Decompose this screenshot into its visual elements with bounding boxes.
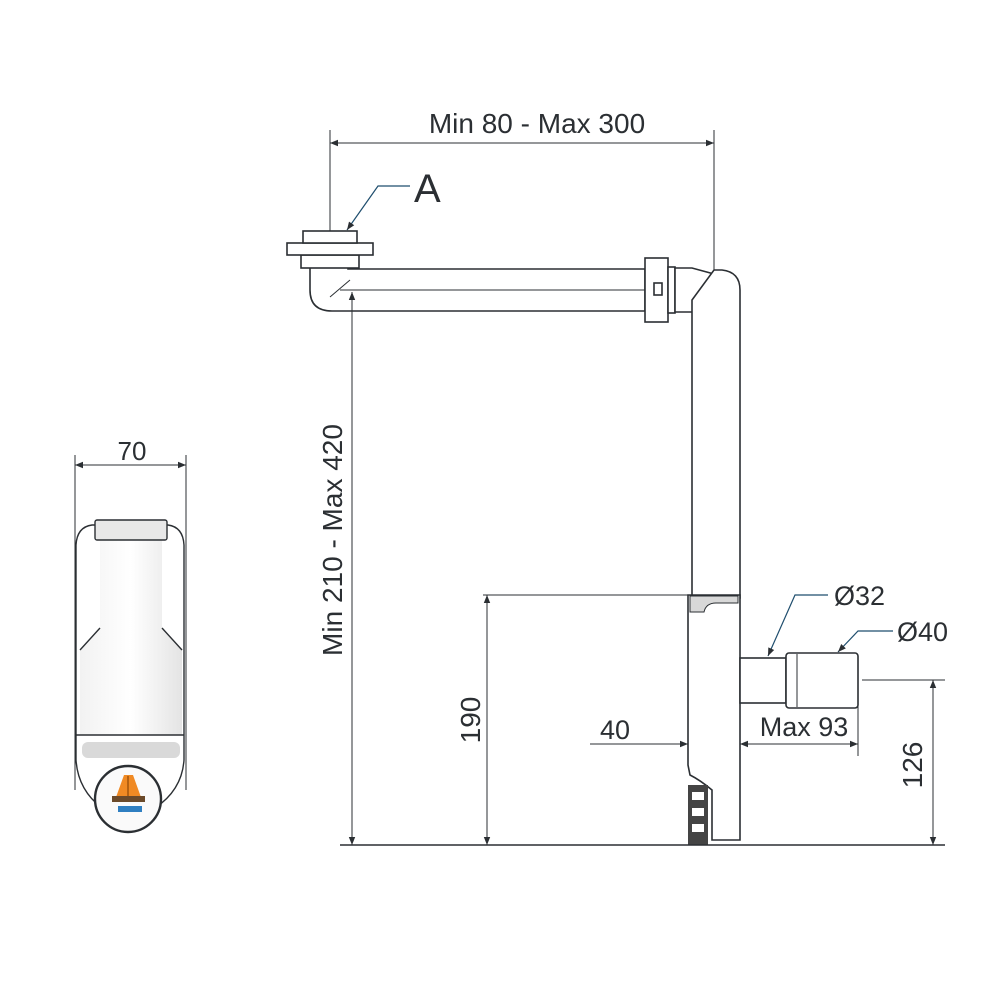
outlet-length-label: Max 93 [760, 712, 849, 742]
nut-grip [692, 792, 704, 800]
brand-logo [112, 775, 145, 812]
trap-bottle [80, 540, 182, 735]
trap-body [687, 594, 741, 841]
front-view: Min 80 - Max 300 A Ø32 Ø40 [286, 108, 948, 846]
elbow-line [329, 279, 351, 298]
diameter-40-label: Ø40 [897, 617, 948, 647]
outlet-pipe [739, 657, 787, 704]
inlet-fitting-flange [286, 242, 374, 256]
shoulder-line [161, 627, 183, 651]
vertical-reach-label: Min 210 - Max 420 [317, 424, 348, 656]
callout-leader [346, 185, 410, 231]
inlet-fitting-thread [302, 230, 358, 244]
top-cap [94, 519, 168, 541]
trap-height-label: 190 [455, 697, 486, 744]
shadow-band [82, 742, 180, 758]
inlet-fitting-body [300, 254, 360, 269]
vertical-pipe [691, 269, 741, 599]
outlet-connector [785, 652, 859, 709]
outlet-height-label: 126 [897, 742, 928, 789]
diameter-32-label: Ø32 [834, 581, 885, 611]
callout-a-label: A [414, 167, 441, 211]
shoulder-line [79, 627, 101, 651]
union-tab [653, 282, 663, 296]
diameter-40-leader [837, 630, 893, 653]
horizontal-arm-pipe [309, 265, 646, 312]
wall-offset-label: 40 [600, 715, 630, 745]
union-thread [667, 266, 676, 314]
side-view: 70 [74, 436, 187, 834]
nut-grip [692, 808, 704, 816]
diameter-32-leader [767, 594, 828, 657]
nut-grip [692, 824, 704, 832]
horizontal-reach-label: Min 80 - Max 300 [429, 108, 645, 139]
trap-top-ring [689, 595, 739, 613]
width-dimension-label: 70 [118, 436, 147, 466]
